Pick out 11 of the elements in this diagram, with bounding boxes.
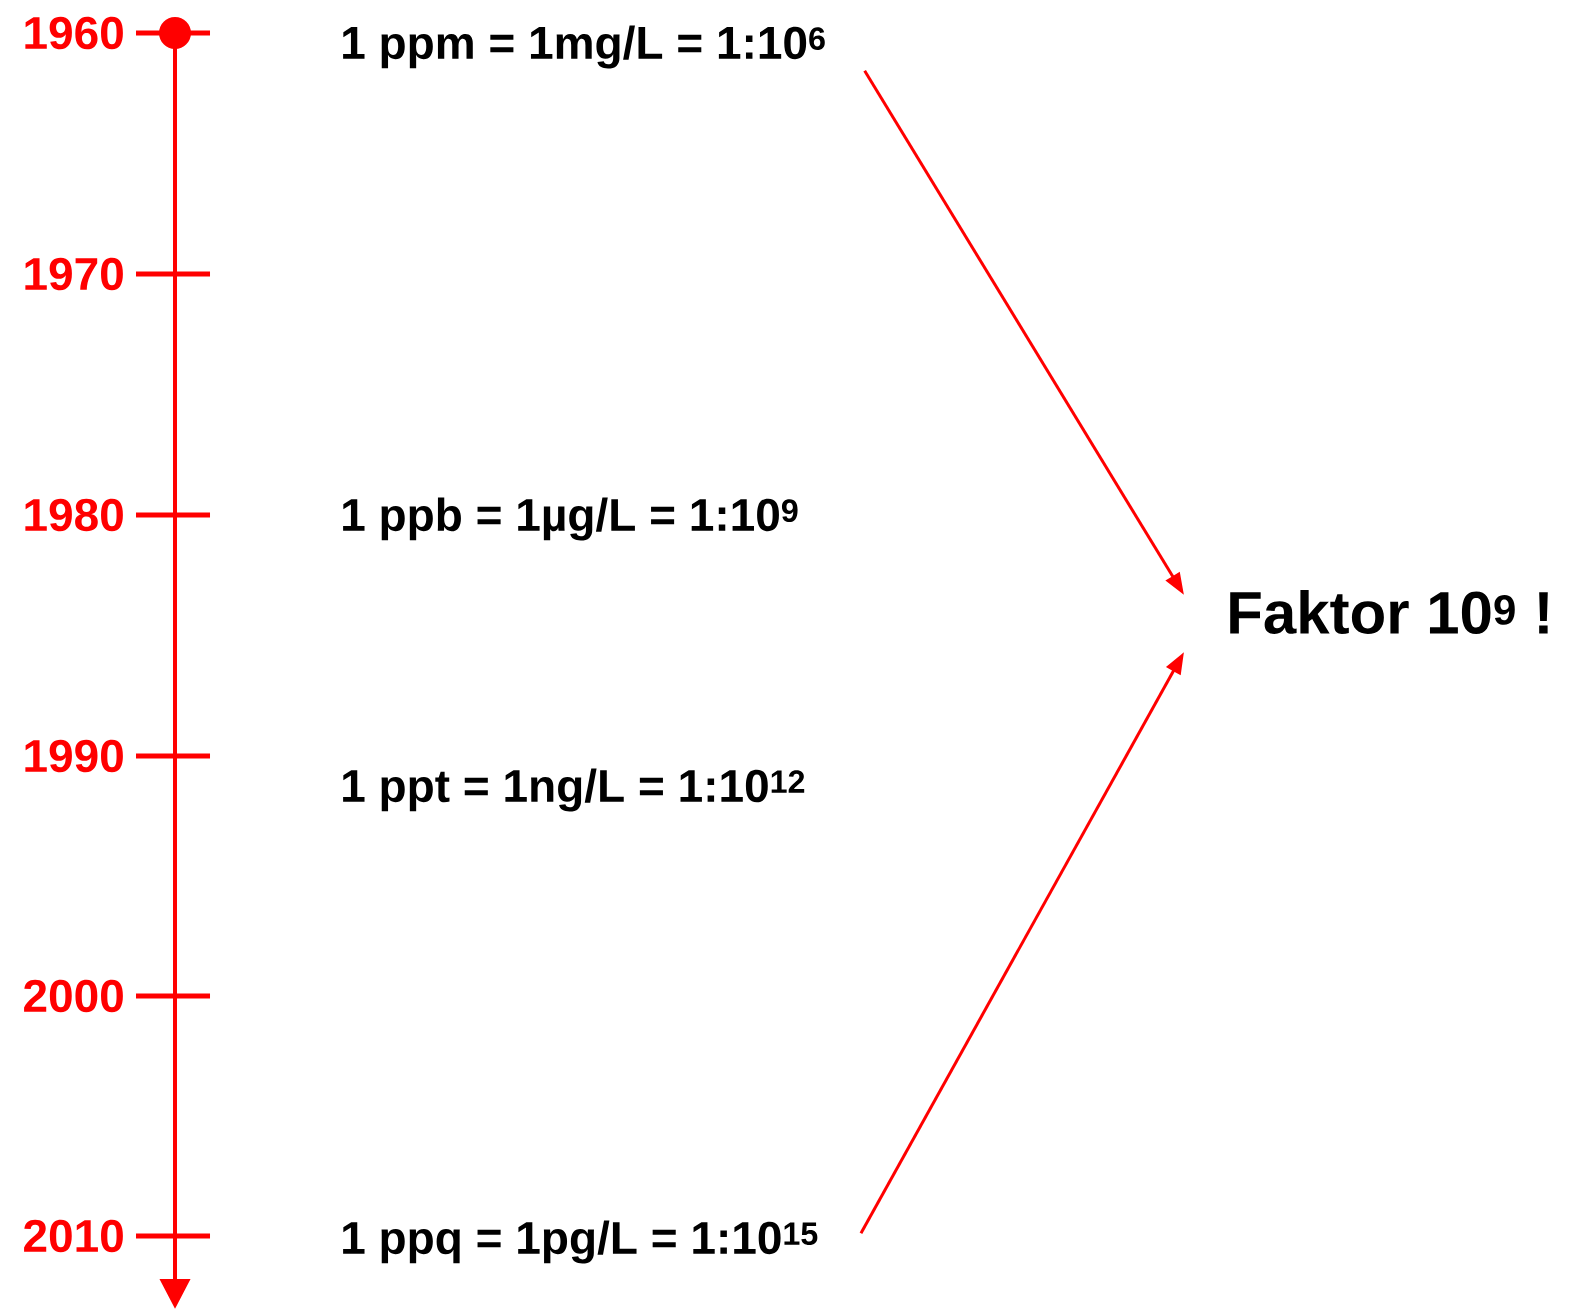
year-label: 1990 (25, 739, 123, 773)
result-label: Faktor 10$^{9}$ ! (1230, 589, 1548, 634)
year-label: 1970 (25, 257, 123, 291)
year-label: 2010 (24, 1219, 123, 1253)
unit-equation: 1 ppt = 1ng/L = 1:10$^{12}$ (343, 768, 805, 812)
year-label: 1980 (25, 498, 123, 532)
year-label: 2000 (24, 979, 123, 1013)
unit-equation: 1 ppm = 1mg/L = 1:10$^{6}$ (343, 25, 825, 69)
unit-equation: 1 ppq = 1pg/L = 1:10$^{15}$ (343, 1220, 818, 1264)
unit-equation: 1 ppb = 1µg/L = 1:10$^{9}$ (343, 497, 798, 541)
year-label: 1960 (25, 16, 123, 50)
